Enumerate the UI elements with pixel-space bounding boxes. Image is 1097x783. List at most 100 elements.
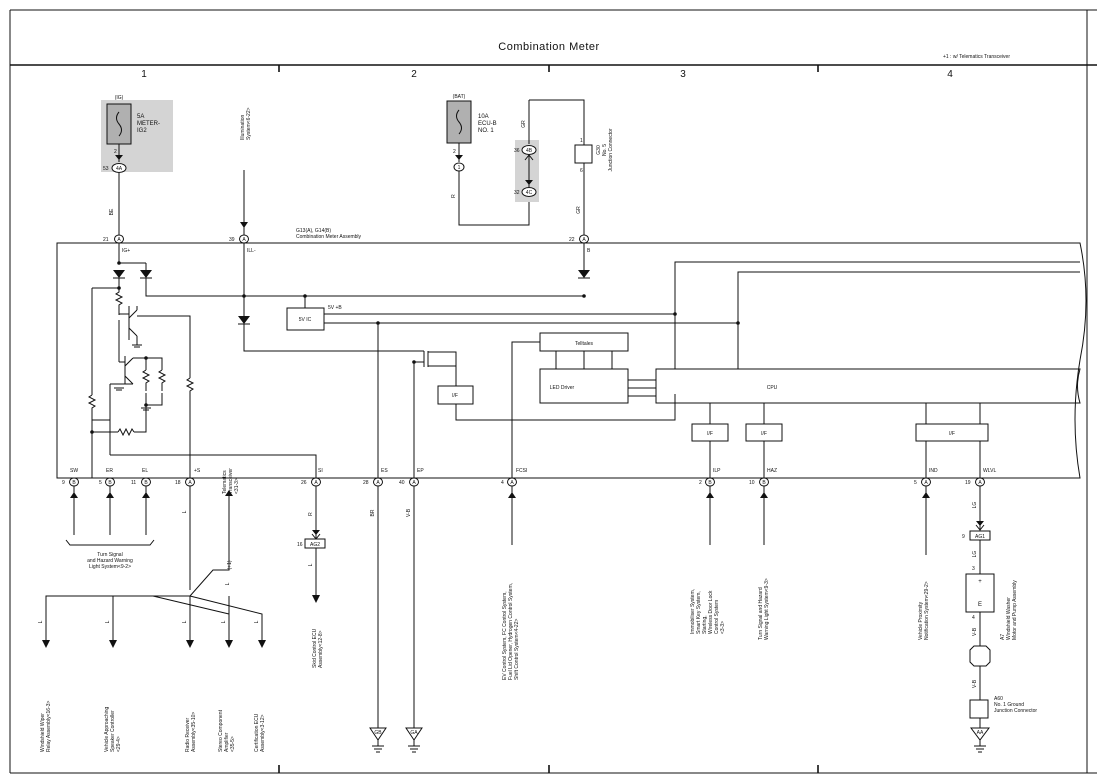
svg-text:A: A bbox=[978, 480, 982, 486]
svg-text:Stereo ComponentAmplifier<35-5: Stereo ComponentAmplifier<35-5> bbox=[218, 709, 236, 752]
svg-text:SW: SW bbox=[70, 468, 78, 474]
svg-text:5: 5 bbox=[914, 480, 917, 486]
svg-text:NO. 1: NO. 1 bbox=[478, 128, 494, 134]
svg-text:METER-: METER- bbox=[137, 121, 160, 127]
svg-text:I/F: I/F bbox=[707, 431, 713, 437]
svg-text:LG: LG bbox=[972, 551, 978, 558]
ind-branch: Vehicle ProximityNotification System<29-… bbox=[918, 486, 930, 640]
svg-text:B: B bbox=[587, 248, 591, 254]
svg-text:E: E bbox=[978, 602, 982, 608]
svg-text:3: 3 bbox=[972, 566, 975, 572]
svg-text:B: B bbox=[108, 480, 112, 486]
svg-text:I/F: I/F bbox=[761, 431, 767, 437]
svg-text:EV Control System, FC Control: EV Control System, FC Control System,Fue… bbox=[502, 583, 520, 680]
l-bus-branch: L (+1) L L L L L L TelematicsTransceiver… bbox=[38, 468, 266, 752]
svg-text:AG1: AG1 bbox=[975, 534, 985, 540]
svg-text:1: 1 bbox=[580, 138, 583, 144]
svg-text:IG2: IG2 bbox=[137, 128, 147, 134]
svg-text:32: 32 bbox=[514, 190, 520, 196]
svg-text:Telltales: Telltales bbox=[575, 341, 594, 347]
svg-text:A: A bbox=[510, 480, 514, 486]
svg-text:L: L bbox=[105, 620, 111, 623]
ground-branches: BR GB V-B GA bbox=[369, 486, 423, 753]
svg-text:A: A bbox=[412, 480, 416, 486]
svg-text:TelematicsTransceiver<31-3>: TelematicsTransceiver<31-3> bbox=[222, 468, 240, 494]
svg-text:V-B: V-B bbox=[406, 508, 412, 517]
svg-text:19: 19 bbox=[965, 480, 971, 486]
column-label-2: 2 bbox=[411, 69, 417, 80]
svg-text:4: 4 bbox=[501, 480, 504, 486]
fcsi-branch: EV Control System, FC Control System,Fue… bbox=[502, 486, 520, 680]
svg-text:9: 9 bbox=[962, 534, 965, 540]
junction-4b-4c: 4B 36 4C 32 GR bbox=[514, 100, 539, 202]
svg-text:SI: SI bbox=[318, 468, 323, 474]
frame bbox=[9, 9, 1097, 774]
svg-text:G30No. 5Junction Connector: G30No. 5Junction Connector bbox=[596, 128, 614, 171]
svg-text:Skid Control ECUAssembly<12-8>: Skid Control ECUAssembly<12-8> bbox=[312, 628, 324, 668]
svg-text:A7Windshield WasherMotor and P: A7Windshield WasherMotor and Pump Assemb… bbox=[1000, 580, 1018, 640]
svg-text:LG: LG bbox=[972, 502, 978, 509]
svg-text:EP: EP bbox=[417, 468, 424, 474]
diagram-title: Combination Meter bbox=[498, 41, 599, 53]
wlvl-branch: LG AG1 9 LG 3 + E 4 A7Windshield WasherM… bbox=[962, 486, 1037, 753]
svg-text:AG2: AG2 bbox=[310, 542, 320, 548]
svg-text:40: 40 bbox=[399, 480, 405, 486]
svg-text:(IG): (IG) bbox=[115, 95, 124, 101]
svg-text:WLVL: WLVL bbox=[983, 468, 996, 474]
svg-text:+: + bbox=[978, 579, 982, 585]
svg-text:2: 2 bbox=[699, 480, 702, 486]
svg-text:ER: ER bbox=[106, 468, 113, 474]
svg-text:B: B bbox=[72, 480, 76, 486]
svg-text:18: 18 bbox=[175, 480, 181, 486]
svg-text:A: A bbox=[924, 480, 928, 486]
wire-be: BE bbox=[109, 208, 115, 215]
svg-text:ILL-: ILL- bbox=[247, 248, 256, 254]
svg-text:BR: BR bbox=[370, 509, 376, 516]
combination-meter-assembly: G13(A), G14(B)Combination Meter Assembly bbox=[56, 228, 1087, 479]
internal-circuit: 5V IC 5V +B I/F Telltales LED Driver CPU bbox=[87, 243, 1081, 478]
junction-g30: 1 6 G30No. 5Junction Connector bbox=[574, 128, 614, 174]
svg-text:ILP: ILP bbox=[713, 468, 721, 474]
svg-text:4B: 4B bbox=[526, 148, 533, 154]
svg-text:53: 53 bbox=[103, 166, 109, 172]
svg-text:GR: GR bbox=[576, 206, 582, 214]
svg-text:A: A bbox=[117, 237, 121, 243]
svg-text:A: A bbox=[188, 480, 192, 486]
svg-text:6: 6 bbox=[580, 168, 583, 174]
svg-text:+S: +S bbox=[194, 468, 201, 474]
svg-text:IND: IND bbox=[929, 468, 938, 474]
svg-text:A: A bbox=[242, 237, 246, 243]
svg-text:22: 22 bbox=[569, 237, 575, 243]
svg-text:EL: EL bbox=[142, 468, 148, 474]
svg-text:LED Driver: LED Driver bbox=[550, 385, 575, 391]
svg-text:ES: ES bbox=[381, 468, 388, 474]
svg-text:4C: 4C bbox=[526, 190, 533, 196]
svg-text:4: 4 bbox=[972, 615, 975, 621]
ilp-haz-branch: Immobiliser System,Smart Key System,Star… bbox=[690, 486, 770, 640]
svg-text:V-B: V-B bbox=[972, 627, 978, 636]
svg-text:B: B bbox=[144, 480, 148, 486]
svg-text:V-B: V-B bbox=[972, 679, 978, 688]
telematics-note: +1 : w/ Telematics Transceiver bbox=[943, 54, 1010, 60]
svg-text:5V +B: 5V +B bbox=[328, 305, 342, 311]
svg-text:CPU: CPU bbox=[767, 385, 778, 391]
svg-text:FCSI: FCSI bbox=[516, 468, 527, 474]
svg-text:Immobiliser System,Smart Key S: Immobiliser System,Smart Key System,Star… bbox=[690, 589, 726, 634]
svg-text:2: 2 bbox=[453, 149, 456, 155]
svg-text:B: B bbox=[762, 480, 766, 486]
svg-text:5A: 5A bbox=[137, 114, 144, 120]
svg-text:GR: GR bbox=[521, 120, 527, 128]
svg-text:L: L bbox=[38, 620, 44, 623]
svg-text:Turn Signal and HazardWarning: Turn Signal and HazardWarning Light Syst… bbox=[758, 578, 770, 640]
svg-text:36: 36 bbox=[514, 148, 520, 154]
svg-text:L: L bbox=[221, 620, 227, 623]
svg-text:A: A bbox=[314, 480, 318, 486]
fuse-ecu-b: (BAT) 10A ECU-B NO. 1 2 1 bbox=[446, 94, 497, 172]
svg-text:10: 10 bbox=[749, 480, 755, 486]
